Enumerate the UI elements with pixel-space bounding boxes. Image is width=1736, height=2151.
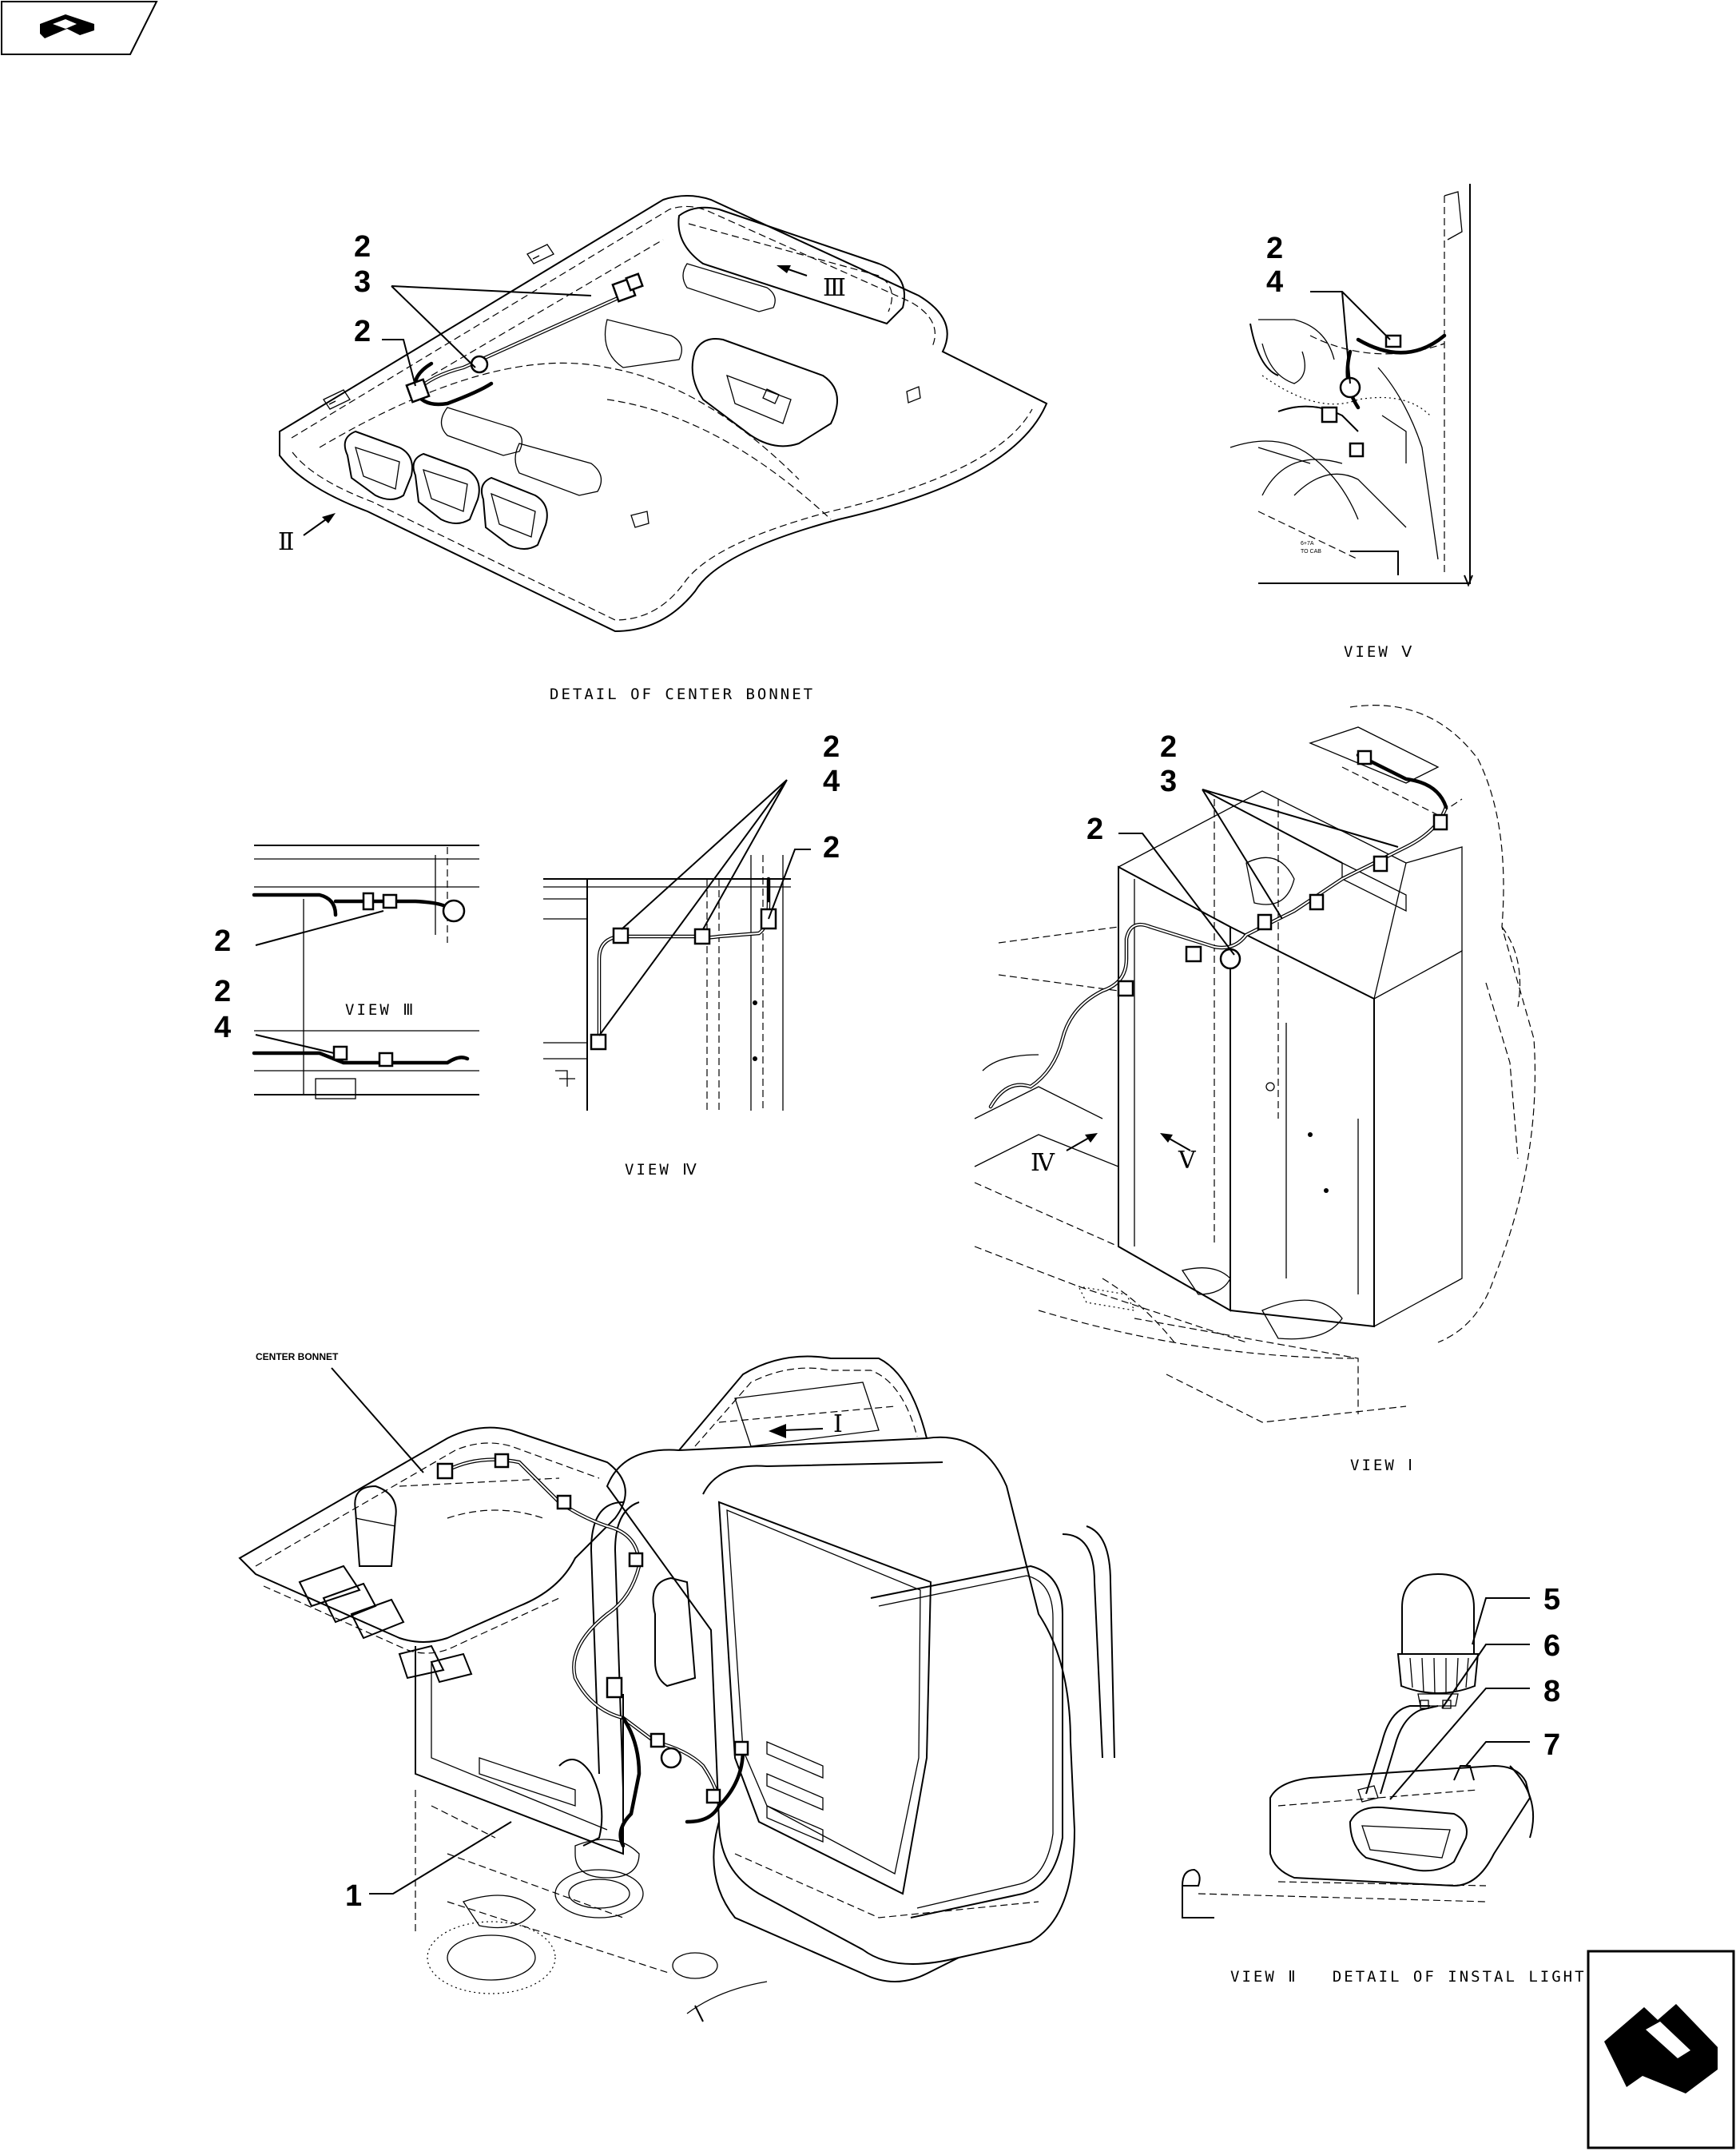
view-v-note-line2: TO CAB [1301,549,1321,555]
view-mark-i: Ⅰ [833,1410,843,1438]
callout-view-iii-2b: 2 [214,975,231,1008]
view-v-detail [1230,184,1473,587]
view-iii-detail [252,845,479,1099]
overall-excavator-view [238,1355,1115,2022]
callout-view-iv-4: 4 [823,765,840,798]
view-mark-iv: Ⅳ [1031,1149,1055,1177]
view-iv-detail [543,779,811,1111]
callout-view-iv-2a: 2 [823,730,840,764]
next-page-arrow-icon[interactable] [1587,1950,1735,2149]
caption-view-ii: VIEW Ⅱ DETAIL OF INSTAL LIGHT [1230,1968,1587,1986]
callout-view-ii-7: 7 [1543,1728,1560,1762]
view-mark-ii: Ⅱ [278,528,294,556]
view-i-detail [974,705,1535,1423]
callout-bonnet-3: 3 [354,265,371,299]
callout-view-iv-2b: 2 [823,831,840,865]
callout-view-iii-2a: 2 [214,924,231,958]
view-ii-detail [1181,1572,1535,1918]
callout-view-v-2: 2 [1266,232,1283,265]
callout-bonnet-2a: 2 [354,230,371,264]
callout-view-ii-8: 8 [1543,1675,1560,1708]
caption-view-i: VIEW Ⅰ [1350,1457,1415,1474]
caption-center-bonnet: DETAIL OF CENTER BONNET [550,686,815,703]
callout-view-ii-6: 6 [1543,1629,1560,1663]
view-mark-v: Ⅴ [1178,1147,1197,1175]
caption-view-iv: VIEW Ⅳ [625,1161,699,1179]
label-center-bonnet: CENTER BONNET [256,1351,339,1362]
callout-view-i-2a: 2 [1160,730,1177,764]
callout-view-v-4: 4 [1266,265,1283,299]
callout-view-i-3: 3 [1160,765,1177,798]
caption-view-v: VIEW Ⅴ [1344,643,1414,661]
callout-bonnet-2b: 2 [354,315,371,348]
page-turn-arrow-icon[interactable] [1,1,158,55]
caption-view-iii: VIEW Ⅲ [345,1001,415,1019]
center-bonnet-detail [279,195,1048,633]
callout-view-iii-4: 4 [214,1011,231,1044]
callout-overall-1: 1 [345,1879,362,1913]
view-v-note-line1: 6+7A [1301,541,1314,547]
callout-view-i-2b: 2 [1086,813,1103,846]
view-mark-iii: Ⅲ [823,274,846,302]
callout-view-ii-5: 5 [1543,1583,1560,1616]
